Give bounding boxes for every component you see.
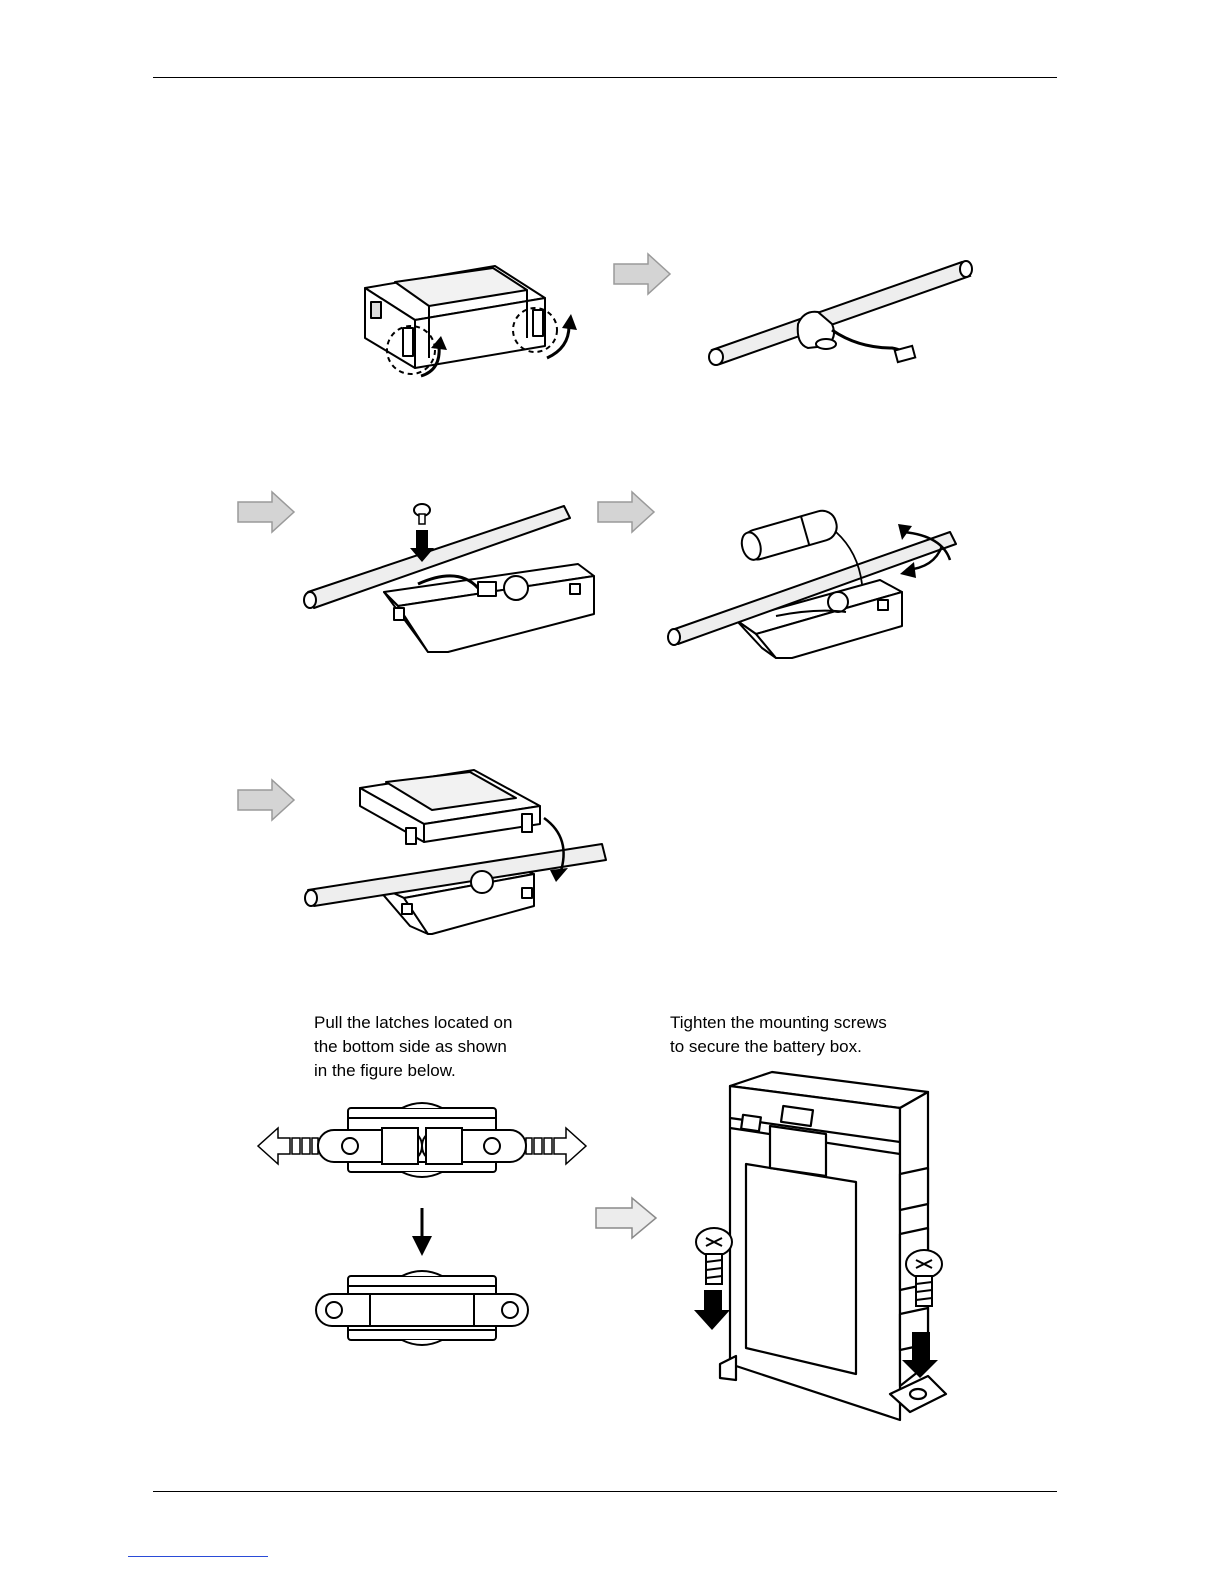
mounted-battery-box-figure xyxy=(690,1064,950,1420)
process-arrow-1 xyxy=(612,252,672,296)
fasten-clamp-screw-figure xyxy=(298,496,598,662)
latches-instruction-line-3: in the figure below. xyxy=(314,1059,512,1083)
screws-instruction-line-1: Tighten the mounting screws xyxy=(670,1011,887,1035)
process-arrow-3 xyxy=(596,490,656,534)
latches-instruction: Pull the latches located on the bottom s… xyxy=(314,1011,512,1083)
process-arrow-5 xyxy=(594,1196,658,1240)
screws-instruction-line-2: to secure the battery box. xyxy=(670,1035,887,1059)
process-arrow-4 xyxy=(236,778,296,822)
header-rule xyxy=(153,77,1057,78)
close-cover-figure xyxy=(302,766,612,938)
latches-instruction-line-2: the bottom side as shown xyxy=(314,1035,512,1059)
battery-box-cover-open-figure xyxy=(355,258,585,388)
insert-battery-figure xyxy=(666,512,972,662)
latches-instruction-line-1: Pull the latches located on xyxy=(314,1011,512,1035)
cable-clamp-figure xyxy=(700,252,980,372)
screws-instruction: Tighten the mounting screws to secure th… xyxy=(670,1011,887,1059)
process-arrow-2 xyxy=(236,490,296,534)
footer-link-underline[interactable] xyxy=(128,1556,268,1557)
footer-rule xyxy=(153,1491,1057,1492)
latches-pull-figure xyxy=(256,1098,588,1358)
